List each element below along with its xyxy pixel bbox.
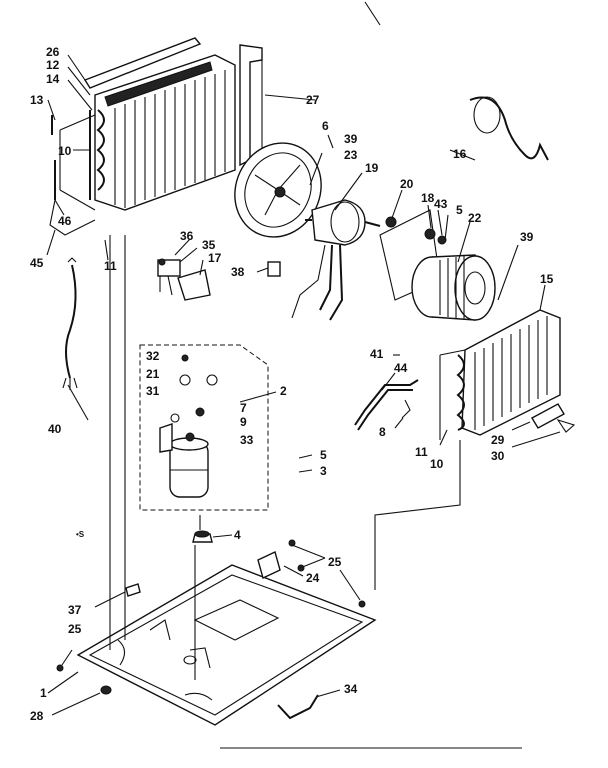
label-44: 44	[394, 361, 408, 375]
compressor-grommet	[192, 530, 213, 543]
label-11: 11	[104, 259, 117, 273]
label-37: 37	[68, 603, 82, 617]
hanger-wire	[469, 96, 549, 161]
label-32: 32	[146, 349, 160, 363]
label-3: 3	[320, 464, 327, 478]
thermistor	[531, 403, 576, 433]
label-30: 30	[491, 449, 505, 463]
label-17: 17	[208, 251, 222, 265]
label-39b: 39	[520, 230, 534, 244]
label-43: 43	[434, 197, 448, 211]
blower-wheel	[411, 254, 496, 321]
washer	[424, 228, 436, 240]
nut	[437, 235, 447, 245]
label-41: 41	[370, 347, 384, 361]
screw	[358, 600, 366, 608]
label-11b: 11	[415, 445, 428, 459]
base-bracket	[257, 551, 281, 579]
label-18: 18	[421, 191, 435, 205]
guide-lines	[109, 235, 461, 680]
label-35: 35	[202, 238, 216, 252]
base-pan	[76, 564, 377, 726]
foot	[100, 685, 112, 695]
label-25b: 25	[68, 622, 82, 636]
label-27: 27	[306, 93, 320, 107]
label-bs: •S	[76, 530, 85, 539]
label-19: 19	[365, 161, 379, 175]
part-labels: 26 12 14 13 10 46 45 11 40 27 6 39 23 19…	[30, 45, 554, 723]
label-22: 22	[468, 211, 482, 225]
handle	[277, 694, 319, 720]
label-7: 7	[240, 401, 247, 415]
label-36: 36	[180, 229, 194, 243]
label-5b: 5	[320, 448, 327, 462]
label-14: 14	[46, 72, 60, 86]
side-bracket	[239, 44, 263, 167]
label-45: 45	[30, 256, 44, 270]
label-24: 24	[306, 571, 320, 585]
label-40: 40	[48, 422, 62, 436]
label-9: 9	[240, 415, 247, 429]
label-46: 46	[58, 214, 72, 228]
label-8: 8	[379, 425, 386, 439]
label-13: 13	[30, 93, 44, 107]
label-2: 2	[280, 384, 287, 398]
label-34: 34	[344, 682, 358, 696]
label-39: 39	[344, 132, 358, 146]
fan-motor	[291, 199, 381, 321]
label-10b: 10	[430, 457, 444, 471]
label-25: 25	[328, 555, 342, 569]
label-4: 4	[234, 528, 241, 542]
label-6: 6	[322, 119, 329, 133]
label-38: 38	[231, 265, 245, 279]
label-12: 12	[46, 58, 60, 72]
screw	[56, 664, 64, 672]
clip	[125, 583, 141, 597]
power-cord	[62, 257, 78, 390]
relay-overload	[157, 258, 211, 301]
label-15: 15	[540, 272, 554, 286]
condenser-coil	[439, 309, 561, 440]
top-rail	[83, 37, 202, 89]
label-26: 26	[46, 45, 60, 59]
label-33: 33	[240, 433, 254, 447]
sensor-bulb	[49, 115, 96, 236]
label-5: 5	[456, 203, 463, 217]
label-29: 29	[491, 433, 505, 447]
label-16: 16	[453, 147, 467, 161]
label-28: 28	[30, 709, 44, 723]
label-10: 10	[58, 144, 72, 158]
fan-shroud	[234, 142, 322, 238]
label-20: 20	[400, 177, 414, 191]
discharge-tube	[354, 379, 419, 431]
evaporator-coil	[59, 54, 236, 211]
label-21: 21	[146, 367, 160, 381]
compressor-assembly	[139, 344, 269, 511]
nut	[385, 216, 397, 228]
screw	[288, 539, 296, 547]
leader-lines	[46, 54, 561, 716]
clip	[267, 261, 281, 277]
label-23: 23	[344, 148, 358, 162]
label-1: 1	[40, 686, 47, 700]
label-31: 31	[146, 384, 160, 398]
